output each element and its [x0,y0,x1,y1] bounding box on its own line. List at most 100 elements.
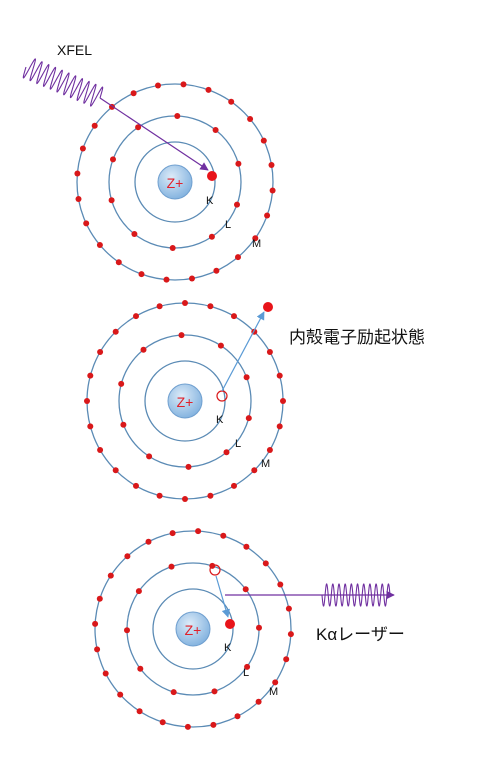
electron [184,723,191,730]
l-to-k-transition-arrow [215,575,230,618]
atom-ground-state: Z+ K L M [74,81,276,283]
nucleus [157,164,193,200]
l-shell-label: L [243,667,249,679]
electron [84,398,90,404]
electron [283,656,290,663]
electron [79,145,86,152]
electron [235,254,241,261]
electron [245,415,252,422]
electron [120,421,127,428]
electron [234,713,241,720]
m-shell-label: M [261,458,270,470]
electron [205,86,212,93]
electron [115,259,122,266]
excited-state-label: 内殻電子励起状態 [289,328,425,347]
electron [136,708,143,715]
electron [234,201,240,208]
m-shell-label: M [252,238,261,250]
electron [220,532,227,539]
nucleus [175,611,211,647]
nucleus-charge-label: Z+ [167,175,184,191]
k-shell-label: K [216,414,224,426]
electron [159,719,166,726]
electron [223,449,230,456]
electron [163,276,170,283]
electron [170,689,177,696]
electron [87,423,94,430]
l-shell-label: L [235,438,241,450]
xfel-arrow [99,97,209,171]
electron [83,220,90,227]
electron [102,670,109,677]
electron [213,267,220,274]
electron [74,170,81,177]
electron [146,453,153,460]
m-shell-ring [76,83,274,281]
electron [107,572,114,579]
electron [156,492,163,499]
electron [182,496,188,502]
k-shell-electron [207,171,217,181]
k-alpha-laser-beam: Kαレーザー [225,583,405,644]
electron [208,233,215,240]
electron [174,113,181,119]
electron [207,303,214,310]
electron [110,156,116,163]
electron [94,646,101,653]
k-shell-ring [152,588,234,670]
electron [145,538,152,545]
electron [169,245,176,251]
k-shell-vacancy [216,390,228,402]
electron [96,595,103,602]
electron [180,81,187,88]
electron [117,691,124,698]
k-alpha-wave [321,583,391,607]
electron [168,563,175,570]
electron [287,631,294,638]
electron [252,235,259,242]
electron [276,372,283,379]
electron [135,588,142,595]
k-shell-ring [134,141,216,223]
electron [255,698,262,705]
atom-k-alpha-emission: Z+ K L M [92,528,294,730]
m-shell-ring [94,530,292,728]
electron [243,374,250,381]
electron [243,543,250,550]
xfel-beam: XFEL [22,42,209,171]
electron [182,300,188,306]
electron [189,275,195,282]
electron [228,98,235,105]
electron [260,137,267,144]
electron [272,679,279,686]
electron [138,271,145,278]
electron [91,122,98,129]
ejected-electron-arrow [221,311,265,392]
k-shell-label: K [206,195,214,207]
electron [131,231,138,237]
electron [266,447,273,453]
electron [178,332,185,339]
electron [118,380,125,387]
electron [155,82,161,89]
electron [251,467,258,474]
electron [92,620,99,627]
ejected-electron [263,302,273,312]
electron [268,162,275,168]
l-shell-ring [118,334,252,468]
electron [112,328,119,335]
xfel-wave [22,58,104,107]
electron [124,553,131,560]
electron [247,116,254,122]
electron [242,586,249,593]
electron [280,398,286,404]
electron [97,349,104,355]
k-shell-electron [225,619,235,629]
electron [133,313,139,320]
electron [285,605,292,612]
electron [276,423,283,430]
xfel-label: XFEL [57,42,92,58]
electron [231,482,237,489]
electron [195,528,202,535]
electron [231,313,237,320]
